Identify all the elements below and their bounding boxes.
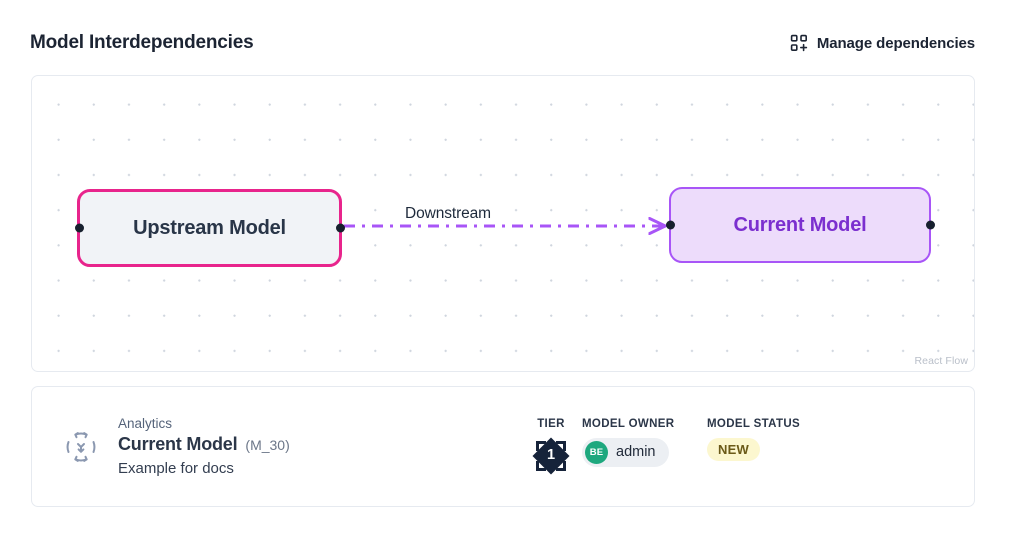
page-title: Model Interdependencies xyxy=(30,32,254,53)
model-owner-chip[interactable]: BE admin xyxy=(582,437,669,467)
react-flow-attribution[interactable]: React Flow xyxy=(914,355,968,367)
edge-label-downstream: Downstream xyxy=(398,204,498,224)
flow-node-current-model[interactable]: Current Model xyxy=(665,187,935,263)
model-owner-field: MODEL OWNER BE admin xyxy=(582,418,707,467)
model-summary-text: Analytics Current Model (M_30) Example f… xyxy=(118,414,290,480)
avatar: BE xyxy=(585,440,608,464)
node-handle-left[interactable] xyxy=(665,220,675,230)
model-summary: Analytics Current Model (M_30) Example f… xyxy=(32,414,512,480)
tier-diamond-icon xyxy=(532,437,570,474)
model-name-row: Current Model (M_30) xyxy=(118,434,290,455)
model-code: (M_30) xyxy=(245,436,290,453)
manage-dependencies-label: Manage dependencies xyxy=(816,34,975,52)
node-handle-right[interactable] xyxy=(335,223,345,233)
model-description: Example for docs xyxy=(118,459,234,477)
model-owner-name: admin xyxy=(616,444,656,460)
model-meta-group: TIER 1 MODEL OWNER BE admin MODEL STATUS xyxy=(512,418,827,476)
node-handle-left[interactable] xyxy=(74,223,84,233)
dependency-flow-canvas[interactable]: Downstream Upstream Model Current Model … xyxy=(31,75,975,372)
status-badge: NEW xyxy=(707,437,760,461)
manage-dependencies-button[interactable]: Manage dependencies xyxy=(790,34,975,52)
model-category: Analytics xyxy=(118,415,173,431)
model-owner-label: MODEL OWNER xyxy=(582,417,675,430)
model-name: Current Model xyxy=(118,433,238,454)
flow-node-label: Upstream Model xyxy=(133,216,286,239)
tier-value: 1 xyxy=(546,447,556,464)
model-network-icon xyxy=(61,427,101,467)
flow-node-upstream-model[interactable]: Upstream Model xyxy=(74,189,345,267)
tier-label: TIER xyxy=(537,417,565,430)
model-status-label: MODEL STATUS xyxy=(707,417,801,430)
tier-badge: 1 xyxy=(531,436,571,476)
node-handle-right[interactable] xyxy=(925,220,935,230)
nodes-plus-icon xyxy=(790,34,808,52)
tier-field: TIER 1 xyxy=(520,418,582,476)
model-status-field: MODEL STATUS NEW xyxy=(707,418,827,461)
page-header: Model Interdependencies Manage dependenc… xyxy=(30,26,975,60)
flow-node-label: Current Model xyxy=(733,213,867,236)
model-detail-card: Analytics Current Model (M_30) Example f… xyxy=(31,386,975,507)
